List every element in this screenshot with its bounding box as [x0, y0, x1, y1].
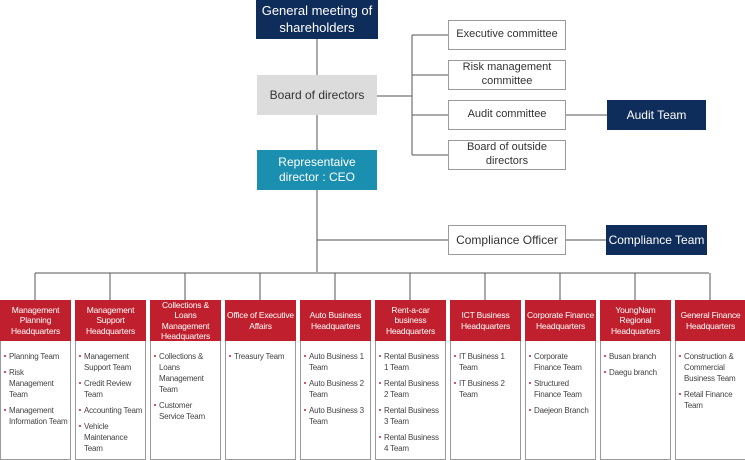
team-item: Planning Team	[4, 351, 68, 362]
committee-label-audit: Audit committee	[467, 108, 547, 121]
team-item: Rental Business 3 Team	[379, 405, 443, 427]
headquarters-box: Management Planning Headquarters	[0, 300, 71, 341]
headquarters-label: ICT Business Headquarters	[460, 310, 511, 331]
team-item: Daegu branch	[604, 367, 668, 378]
team-item: Collections & Loans Management Team	[154, 351, 218, 395]
compliance-officer-label: Compliance Officer	[456, 232, 558, 247]
headquarters-label: Management Planning Headquarters	[10, 304, 61, 336]
board-label: Board of directors	[269, 87, 365, 102]
team-item: Corporate Finance Team	[529, 351, 593, 373]
headquarters-label: YoungNam Regional Headquarters	[610, 304, 661, 336]
team-item: Busan branch	[604, 351, 668, 362]
headquarters-box: Corporate Finance Headquarters	[525, 300, 596, 341]
headquarters-box: Office of Executive Affairs	[225, 300, 296, 341]
team-item: Credit Review Team	[79, 378, 143, 400]
headquarters-box: Management Support Headquarters	[75, 300, 146, 341]
team-list: IT Business 1 Team IT Business 2 Team	[450, 341, 521, 460]
headquarters-label: Collections & Loans Management Headquart…	[160, 299, 211, 341]
compliance-team-box: Compliance Team	[606, 225, 707, 255]
committee-box-risk: Risk management committee	[448, 60, 566, 90]
committee-label-risk: Risk management committee	[462, 61, 552, 87]
team-item: Rental Business 1 Team	[379, 351, 443, 373]
team-item: Auto Business 3 Team	[304, 405, 368, 427]
team-item: Daejeon Branch	[529, 405, 593, 416]
committee-box-outside-directors: Board of outside directors	[448, 140, 566, 170]
team-item: Risk Management Team	[4, 367, 68, 400]
team-item: Rental Business 2 Team	[379, 378, 443, 400]
team-item: Customer Service Team	[154, 400, 218, 422]
headquarters-box: Auto Business Headquarters	[300, 300, 371, 341]
headquarters-label: Management Support Headquarters	[85, 304, 136, 336]
headquarters-box: ICT Business Headquarters	[450, 300, 521, 341]
team-item: Management Information Team	[4, 405, 68, 427]
headquarters-box: Rent-a-car business Headquarters	[375, 300, 446, 341]
headquarters-label: Corporate Finance Headquarters	[527, 310, 594, 331]
headquarters-label: Rent-a-car business Headquarters	[385, 304, 436, 336]
team-item: Construction & Commercial Business Team	[679, 351, 743, 384]
headquarters-box: Collections & Loans Management Headquart…	[150, 300, 221, 341]
shareholders-label: General meeting of shareholders	[261, 3, 373, 35]
audit-team-label: Audit Team	[626, 107, 687, 122]
shareholders-box: General meeting of shareholders	[256, 0, 378, 39]
team-item: Auto Business 2 Team	[304, 378, 368, 400]
committee-label-outside-directors: Board of outside directors	[466, 141, 548, 167]
board-box: Board of directors	[257, 75, 377, 115]
headquarters-label: Auto Business Headquarters	[309, 310, 362, 331]
committee-box-audit: Audit committee	[448, 100, 566, 130]
team-item: Vehicle Maintenance Team	[79, 421, 143, 454]
team-item: Treasury Team	[229, 351, 293, 362]
compliance-officer-box: Compliance Officer	[448, 225, 566, 255]
headquarters-box: General Finance Headquarters	[675, 300, 745, 341]
team-item: Accounting Team	[79, 405, 143, 416]
ceo-label: Representaive director : CEO	[278, 155, 356, 184]
team-item: Structured Finance Team	[529, 378, 593, 400]
compliance-team-label: Compliance Team	[608, 232, 705, 247]
team-item: Rental Business 4 Team	[379, 432, 443, 454]
team-item: Management Support Team	[79, 351, 143, 373]
committee-label-executive: Executive committee	[456, 28, 558, 41]
headquarters-label: Office of Executive Affairs	[227, 310, 294, 331]
team-list: Treasury Team	[225, 341, 296, 460]
headquarters-box: YoungNam Regional Headquarters	[600, 300, 671, 341]
team-item: Auto Business 1 Team	[304, 351, 368, 373]
team-item: IT Business 2 Team	[454, 378, 518, 400]
ceo-box: Representaive director : CEO	[257, 150, 377, 190]
committee-box-executive: Executive committee	[448, 20, 566, 50]
headquarters-label: General Finance Headquarters	[680, 310, 741, 331]
team-item: IT Business 1 Team	[454, 351, 518, 373]
team-item: Retail Finance Team	[679, 389, 743, 411]
audit-team-box: Audit Team	[607, 100, 706, 130]
